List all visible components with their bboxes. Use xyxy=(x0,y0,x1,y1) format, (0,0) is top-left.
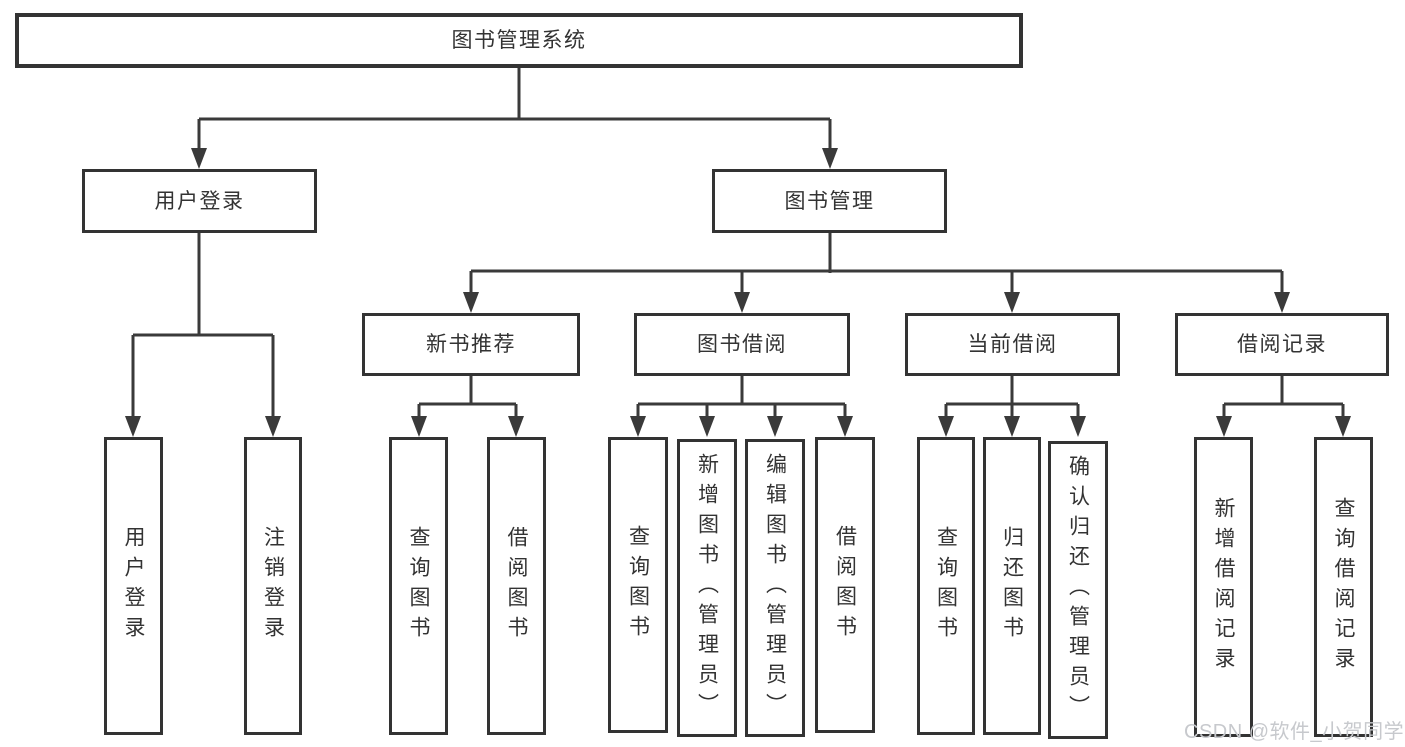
node-book-management-label: 图书管理 xyxy=(784,189,875,213)
leaf-borrow-query-books-label: 查询图书 xyxy=(626,525,650,645)
leaf-records-query-record: 查询借阅记录 xyxy=(1314,437,1373,737)
node-book-borrow: 图书借阅 xyxy=(634,313,850,376)
leaf-borrow-add-book-admin: 新增图书（管理员） xyxy=(677,439,737,737)
node-book-borrow-label: 图书借阅 xyxy=(697,333,787,356)
leaf-borrow-borrow-books-label: 借阅图书 xyxy=(833,525,857,645)
leaf-current-confirm-return-admin: 确认归还（管理员） xyxy=(1048,441,1108,739)
node-borrow-records-label: 借阅记录 xyxy=(1237,333,1327,356)
leaf-borrow-borrow-books: 借阅图书 xyxy=(815,437,875,733)
leaf-records-add-record-label: 新增借阅记录 xyxy=(1212,497,1235,677)
leaf-user-login-label: 用户登录 xyxy=(122,526,145,646)
node-borrow-records: 借阅记录 xyxy=(1175,313,1389,376)
node-book-management: 图书管理 xyxy=(712,169,947,233)
node-new-book-recommend: 新书推荐 xyxy=(362,313,580,376)
leaf-records-query-record-label: 查询借阅记录 xyxy=(1332,497,1355,677)
node-root-label: 图书管理系统 xyxy=(451,29,587,52)
csdn-watermark: CSDN @软件_小贺同学 xyxy=(1184,721,1405,743)
node-user-login: 用户登录 xyxy=(82,169,317,233)
leaf-borrow-edit-book-admin: 编辑图书（管理员） xyxy=(745,439,805,737)
leaf-records-add-record: 新增借阅记录 xyxy=(1194,437,1253,737)
leaf-logout: 注销登录 xyxy=(244,437,302,735)
leaf-recommend-borrow-books: 借阅图书 xyxy=(487,437,546,735)
connector-segments xyxy=(131,68,1345,421)
node-user-login-label: 用户登录 xyxy=(154,189,245,213)
arrow-heads xyxy=(125,148,1351,437)
leaf-current-return-books-label: 归还图书 xyxy=(1000,526,1024,646)
node-current-borrow-label: 当前借阅 xyxy=(967,333,1058,356)
leaf-recommend-query-books-label: 查询图书 xyxy=(407,526,430,646)
node-root: 图书管理系统 xyxy=(15,13,1023,68)
node-current-borrow: 当前借阅 xyxy=(905,313,1120,376)
node-new-book-recommend-label: 新书推荐 xyxy=(426,333,516,356)
leaf-logout-label: 注销登录 xyxy=(261,526,285,646)
leaf-borrow-add-book-admin-label: 新增图书（管理员） xyxy=(695,453,719,723)
leaf-recommend-query-books: 查询图书 xyxy=(389,437,448,735)
leaf-current-confirm-return-admin-label: 确认归还（管理员） xyxy=(1066,455,1090,725)
leaf-current-return-books: 归还图书 xyxy=(983,437,1041,735)
leaf-borrow-query-books: 查询图书 xyxy=(608,437,668,733)
leaf-user-login: 用户登录 xyxy=(104,437,163,735)
leaf-current-query-books-label: 查询图书 xyxy=(934,526,958,646)
leaf-recommend-borrow-books-label: 借阅图书 xyxy=(505,526,528,646)
leaf-current-query-books: 查询图书 xyxy=(917,437,975,735)
leaf-borrow-edit-book-admin-label: 编辑图书（管理员） xyxy=(763,453,787,723)
